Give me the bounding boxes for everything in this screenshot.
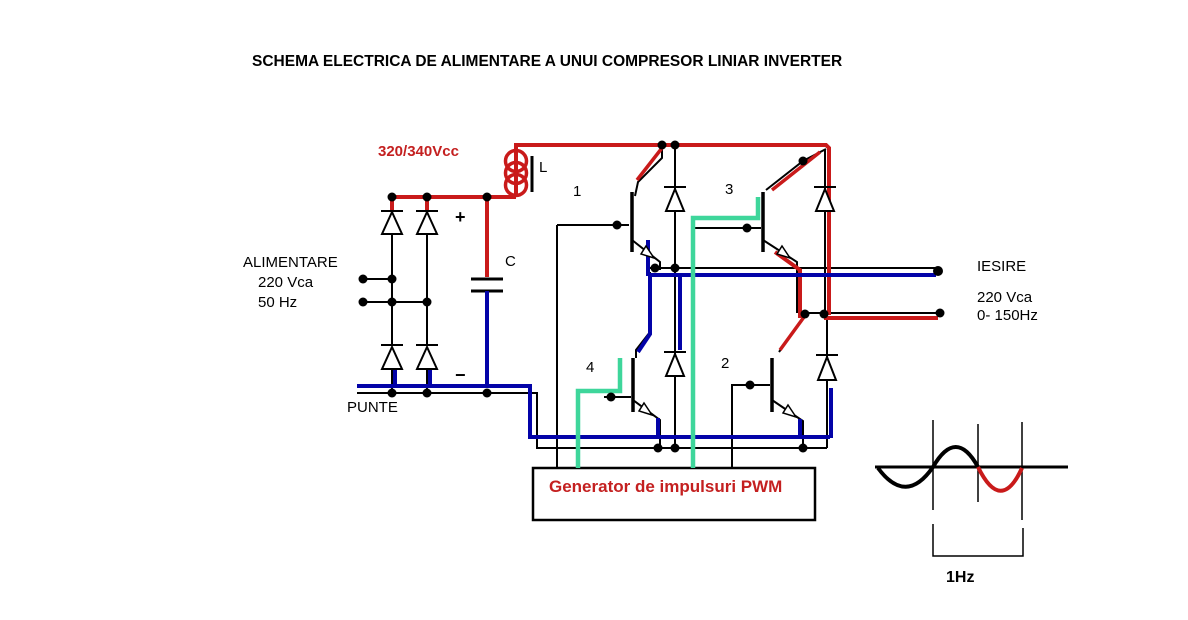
pwm-box-label: Generator de impulsuri PWM [549,477,782,496]
capacitor-label: C [505,253,516,270]
q3-gate-green-wire [690,197,761,468]
q1-collector-red [635,146,664,182]
bridge-diode-2 [415,209,439,235]
dc-negative-rail [357,291,830,439]
bridge-positive-stubs [390,197,429,212]
waveform-black-halfcycles [876,445,980,489]
output-waveform [875,420,1068,557]
transistor-1-label: 1 [573,183,581,200]
bridge-diode-4 [415,344,439,370]
q1-collector [634,148,663,197]
diode-d2 [816,354,838,381]
transistor-4-label: 4 [586,359,594,376]
page-title: SCHEMA ELECTRICA DE ALIMENTARE A UNUI CO… [252,53,842,70]
igbt-leg-right [695,148,828,468]
q2-collector-red [778,315,806,352]
inductor-label: L [539,159,547,176]
supply-voltage-label: 220 Vca [258,274,314,291]
plus-sign: + [455,207,466,227]
bridge-label: PUNTE [347,399,398,416]
q4-arrow [637,401,654,417]
output-frequency-label: 0- 150Hz [977,307,1038,324]
junction-dots [358,140,945,453]
q4-gate-green-wire [575,358,623,468]
capacitor-plates [471,277,503,293]
q3-collector-red [770,150,822,192]
transistor-3-label: 3 [725,181,733,198]
smoothing-capacitor [471,277,503,293]
output-voltage-label: 220 Vca [977,289,1033,306]
pwm-generator-box [531,466,817,522]
q2-gate-wire [731,384,770,468]
bridge-diode-1 [380,209,404,235]
q2-arrow [781,403,798,419]
ac-input-lines [363,278,427,303]
waveform-red-halfcycle [976,466,1024,493]
q4-collector-blue [636,277,652,354]
q3-emitter-red [773,250,802,318]
diode-d4 [664,351,686,377]
negative-bus-wire [357,384,830,439]
q1-gate-wire [556,224,629,468]
filter-inductor [503,148,534,198]
minus-sign: − [455,365,466,385]
bridge-rectifier [357,234,827,449]
gate-drive-wires [575,197,761,468]
diode-d1 [664,186,686,212]
bridge-diode-3 [380,344,404,370]
period-bracket [932,524,1024,557]
supply-frequency-label: 50 Hz [258,294,297,311]
q3-arrow [775,244,792,260]
supply-name-label: ALIMENTARE [243,254,338,271]
phase-b-blue-wires [636,240,936,438]
igbt-emitter-arrows [637,244,798,419]
q3-emitter [762,239,798,313]
output-name-label: IESIRE [977,258,1026,275]
diode-d3 [814,186,836,212]
transistor-2-label: 2 [721,355,729,372]
phase-a-red-wires [635,146,938,352]
dc-bus-top-wire [514,143,831,315]
waveform-period-label: 1Hz [946,569,974,586]
q1-arrow [639,244,656,260]
bridge-negative-stubs [393,368,432,387]
freewheel-diodes [664,186,838,381]
dc-bus-voltage-label: 320/340Vcc [378,143,459,160]
bridge-diodes [380,209,439,370]
negative-return-line [357,392,827,449]
